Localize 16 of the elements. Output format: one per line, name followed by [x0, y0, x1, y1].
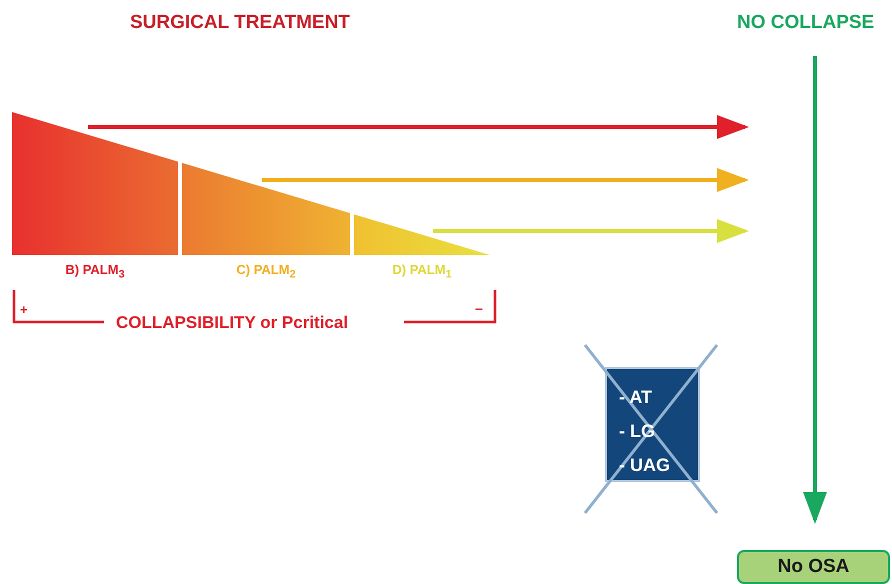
heading-text: NO COLLAPSE	[737, 12, 874, 34]
list-box	[605, 367, 700, 482]
plus-sign: +	[20, 302, 28, 317]
axis-label: COLLAPSIBILITY or Pcritical	[116, 313, 348, 333]
segment-label: C) PALM$_{2}$	[235, 262, 297, 281]
arrow	[262, 168, 749, 192]
arrow	[803, 56, 827, 524]
heading-text: SURGICAL TREATMENT	[130, 12, 350, 34]
arrow	[88, 115, 749, 139]
minus-sign: –	[475, 300, 483, 316]
list-item: - LG	[619, 421, 655, 442]
segment-label: D) PALM$_{1}$	[391, 262, 453, 281]
list-item: - AT	[619, 387, 652, 408]
result-box: No OSA	[737, 550, 890, 584]
segment-label: B) PALM$_{3}$	[64, 262, 126, 281]
arrow	[433, 219, 749, 243]
